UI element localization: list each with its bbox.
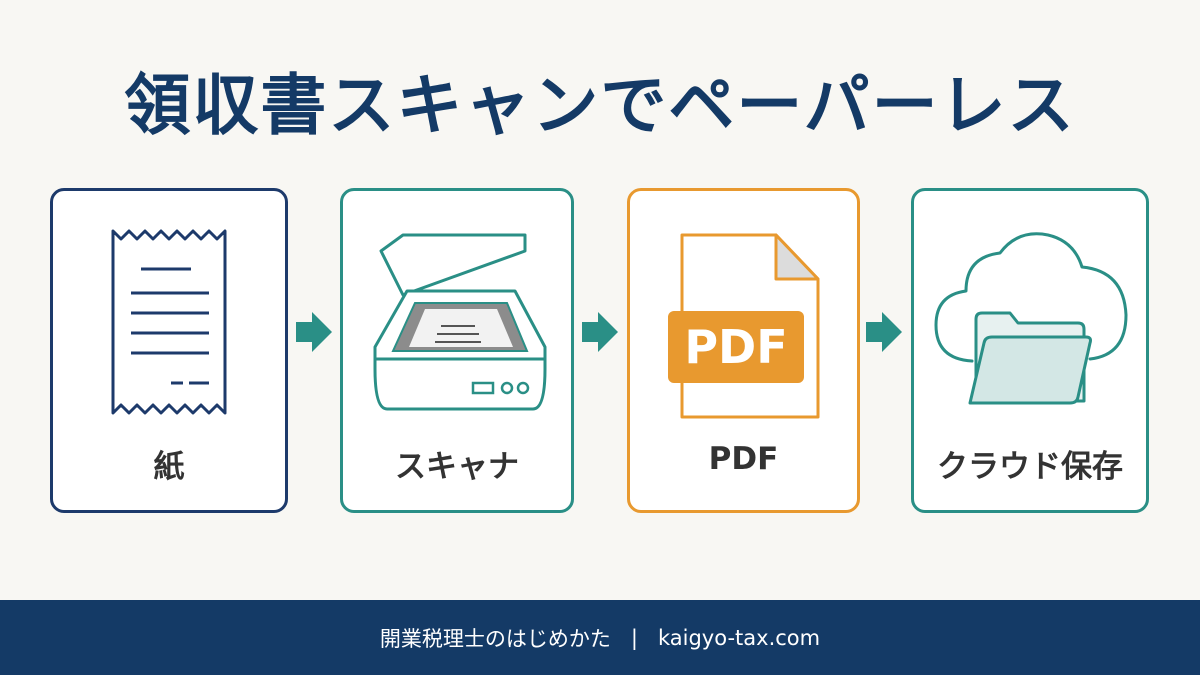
pdf-file-icon — [668, 233, 820, 419]
step-label: クラウド保存 — [937, 449, 1123, 485]
step-pdf-card: PDF PDF — [627, 188, 860, 513]
step-label: PDF — [708, 441, 779, 477]
receipt-icon — [111, 229, 227, 415]
step-paper-card: 紙 — [50, 188, 288, 513]
step-cloud-card: クラウド保存 — [911, 188, 1149, 513]
arrow-right-icon — [866, 312, 902, 352]
step-scanner-card: スキャナ — [340, 188, 574, 513]
step-label: スキャナ — [395, 449, 519, 485]
footer-site-link[interactable]: kaigyo-tax.com — [657, 625, 821, 650]
page-title: 領収書スキャンでペーパーレス — [124, 67, 1076, 144]
footer-brand: 開業税理士のはじめかた — [379, 626, 611, 651]
arrow-right-icon — [582, 312, 618, 352]
footer-separator: | — [630, 625, 638, 650]
scanner-icon — [373, 233, 547, 411]
step-label: 紙 — [153, 449, 185, 485]
cloud-folder-icon — [934, 232, 1128, 405]
footer-bar: 開業税理士のはじめかた | kaigyo-tax.com — [0, 600, 1200, 675]
pdf-badge-text: PDF — [684, 320, 788, 374]
arrow-right-icon — [296, 312, 332, 352]
